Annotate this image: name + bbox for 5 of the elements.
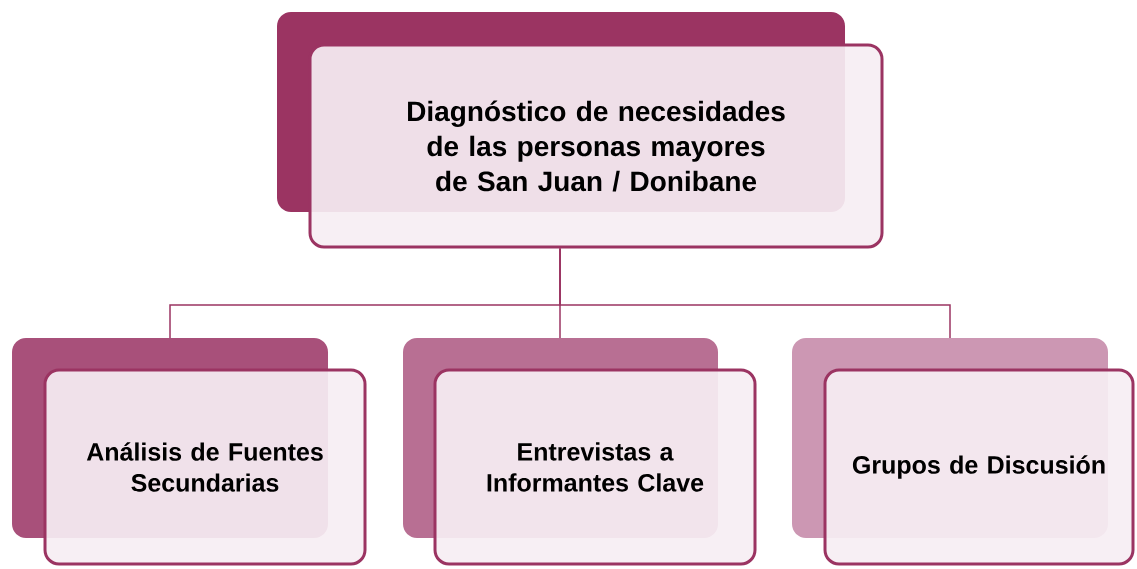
- process-box: Diagnóstico de necesidades de las personas mayores de San Juan / Donibane: [277, 12, 884, 249]
- process-box: Grupos de Discusión: [792, 338, 1135, 566]
- process-box: Análisis de Fuentes Secundarias: [12, 338, 367, 566]
- connector-line: [559, 247, 951, 339]
- process-box: Entrevistas a Informantes Clave: [403, 338, 757, 566]
